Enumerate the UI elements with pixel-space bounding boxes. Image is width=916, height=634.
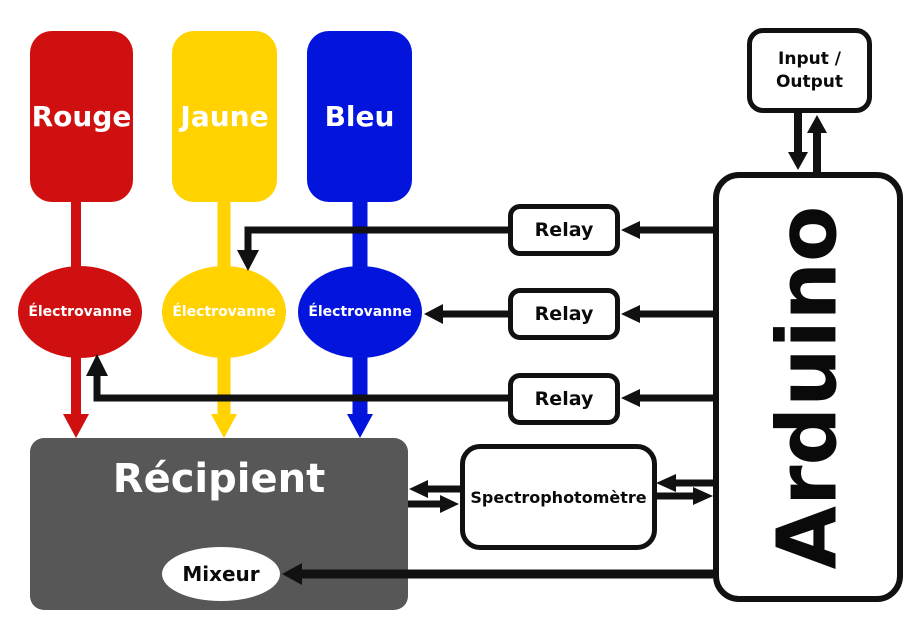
relay-3-label: Relay xyxy=(534,388,594,410)
tank-bleu: Bleu xyxy=(307,31,412,202)
tank-jaune-label: Jaune xyxy=(180,100,269,133)
arrow-arduino-to-relay-2 xyxy=(621,305,713,323)
tank-bleu-label: Bleu xyxy=(324,100,395,133)
relay-3: Relay xyxy=(508,373,620,425)
io-box: Input / Output xyxy=(747,28,872,113)
arduino-box: Arduino xyxy=(713,172,903,602)
arrow-io-to-arduino xyxy=(788,113,808,170)
tank-jaune: Jaune xyxy=(172,31,277,202)
relay-2: Relay xyxy=(508,288,620,340)
tank-rouge: Rouge xyxy=(30,31,133,202)
electrovanne-bleu-label: Électrovanne xyxy=(308,304,412,320)
electrovanne-jaune-label: Électrovanne xyxy=(172,304,276,320)
arrow-relay3-to-electrovanne-rouge xyxy=(86,354,508,402)
relay-1: Relay xyxy=(508,204,620,256)
arrow-arduino-to-relay-1 xyxy=(621,221,713,239)
recipient-label: Récipient xyxy=(112,456,326,502)
pipe-rouge-to-recipient-arrow xyxy=(63,352,89,438)
spectrometer-box: Spectrophotomètre xyxy=(460,444,657,550)
arrow-spectrometer-to-recipient xyxy=(409,480,460,498)
mixer-label: Mixeur xyxy=(182,562,260,586)
relay-1-label: Relay xyxy=(534,219,594,241)
pipe-bleu-to-recipient-arrow xyxy=(347,352,373,438)
electrovanne-bleu: Électrovanne xyxy=(298,266,422,358)
tank-rouge-label: Rouge xyxy=(31,100,132,133)
arrow-arduino-to-spectrometer xyxy=(656,474,713,492)
electrovanne-rouge-label: Électrovanne xyxy=(28,304,132,320)
arrow-arduino-to-relay-3 xyxy=(621,389,713,407)
io-label: Input / Output xyxy=(775,49,844,92)
pipe-jaune-to-recipient-arrow xyxy=(211,352,237,438)
arduino-label: Arduino xyxy=(760,205,856,569)
mixer-ellipse: Mixeur xyxy=(162,547,280,601)
spectrometer-label: Spectrophotomètre xyxy=(470,487,647,507)
arrow-relay2-to-electrovanne-bleu xyxy=(424,304,508,324)
arrow-relay1-to-electrovanne-jaune xyxy=(237,226,508,271)
arrow-recipient-to-spectrometer xyxy=(408,495,459,513)
relay-2-label: Relay xyxy=(534,303,594,325)
electrovanne-rouge: Électrovanne xyxy=(18,266,142,358)
electrovanne-jaune: Électrovanne xyxy=(162,266,286,358)
arrow-spectrometer-to-arduino xyxy=(657,487,713,505)
recipient-box: Récipient Mixeur xyxy=(30,438,408,610)
arrow-arduino-to-io xyxy=(807,115,827,172)
